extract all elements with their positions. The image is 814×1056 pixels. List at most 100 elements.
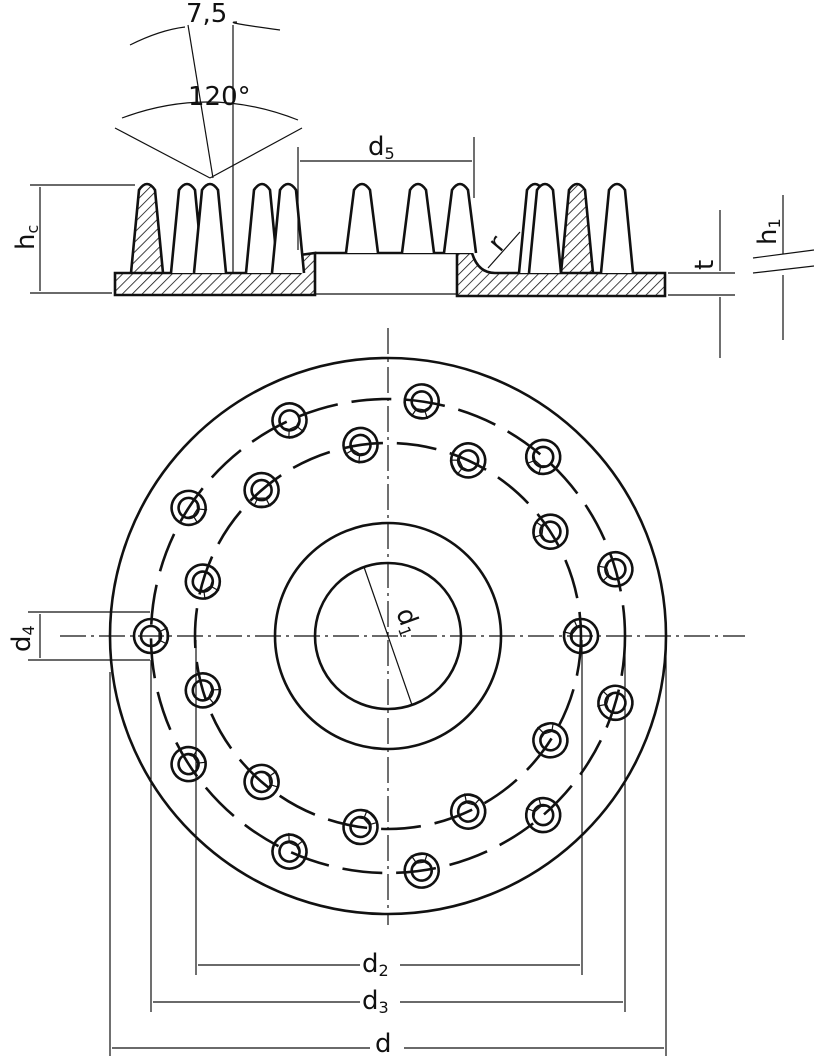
pin-outer-circle [342,808,379,846]
pin-chamfer [263,770,280,791]
pin-chamfer [282,832,304,852]
pin-chamfer [411,403,431,420]
angle-arc-7-5-right [232,21,281,31]
pin-tip-circle [604,557,627,581]
pin [342,808,379,846]
pin [342,426,379,464]
pin-tip-circle [177,752,200,776]
pin-chamfer [252,493,272,507]
pin-tip-circle [531,445,555,469]
pin-tip-circle [456,449,480,472]
pin-outer-circle [132,617,170,655]
label-d2: d2 [362,949,389,980]
pin-tip-circle [139,624,163,648]
pin-chamfer [532,521,548,541]
pin-tip-circle [278,840,301,863]
pin-chamfer [197,579,220,600]
pin [532,513,569,551]
pin-outer-circle [403,852,441,889]
pin-tip-circle [410,390,434,413]
pin-tip-circle [349,815,372,839]
pin-tip-circle [278,409,301,432]
pin-outer-circle [184,563,222,600]
pin-chamfer [597,561,615,583]
pin-outer-circle [524,796,562,834]
pin-chamfer [186,747,207,770]
pin-chamfer [526,453,548,476]
label-hc: hc [11,225,42,250]
r-leader [487,231,521,269]
pin-tip-circle [531,803,555,827]
angle-leg-left [114,127,211,179]
label-d1: d1 [388,604,426,640]
pin-outer-circle [243,471,280,509]
pin-chamfer [186,502,208,524]
cone [400,182,436,254]
pin-outer-circle [170,745,207,783]
cone-section-hatched [129,182,165,274]
pin-outer-circle [532,721,569,759]
pin-outer-circle [562,617,600,655]
pin-chamfer [536,722,559,740]
pin-outer-circle [449,793,487,830]
pin [524,438,562,476]
h1-ext-bottom [752,265,814,274]
pin [403,852,441,889]
pin-chamfer [202,683,222,705]
cone [527,182,563,274]
pin-chamfer [460,793,481,811]
pin [243,471,280,509]
pin-tip-circle [177,496,200,520]
pin-outer-circle [597,684,634,722]
pin-tip-circle [191,679,215,702]
pin-tip-circle [456,800,480,823]
pin-outer-circle [597,550,634,588]
pin [403,383,441,420]
cone [244,182,280,274]
pin [524,796,562,834]
label-d: d [375,1029,392,1056]
pin-outer-circle [532,513,569,551]
pin-tip-circle [191,570,215,593]
pin-chamfer [344,443,367,464]
pin-outer-circle [342,426,379,464]
pin-chamfer [154,626,168,646]
cone [192,182,228,274]
pin-outer-circle [524,438,562,476]
pin-tip-circle [410,859,434,882]
cone [270,182,306,274]
pin [243,763,280,801]
plan-view: d1 d4 d2 d3 d [7,328,745,1056]
angle-arc-7-5-left [129,26,186,46]
pin [170,745,207,783]
cone [344,182,380,254]
pin-tip-circle [349,433,372,457]
base-plate-right [455,251,667,298]
pin-outer-circle [271,402,308,439]
label-d5: d5 [368,132,395,163]
pin-chamfer [449,453,469,476]
pin-tip-circle [250,478,273,502]
pin [597,550,634,588]
pin-chamfer [282,420,305,439]
cone [442,182,478,254]
label-h1: h1 [753,218,784,245]
section-view: 7,5 120° d5 hc r t h1 [11,0,814,358]
pin-tip-circle [569,624,593,648]
d1-dim-line [363,566,413,706]
pin [132,617,170,655]
pin-outer-circle [243,763,280,801]
pin-outer-circle [170,489,207,527]
pin [271,402,308,439]
label-t: t [690,260,720,270]
pin-tip-circle [539,520,562,544]
pin-chamfer [357,809,379,832]
pin-tip-circle [539,728,562,752]
label-angle-7-5: 7,5 [186,0,227,29]
label-d3: d3 [362,986,389,1017]
angle-leg-right [209,127,303,179]
pin [449,793,487,830]
pin [170,489,208,527]
